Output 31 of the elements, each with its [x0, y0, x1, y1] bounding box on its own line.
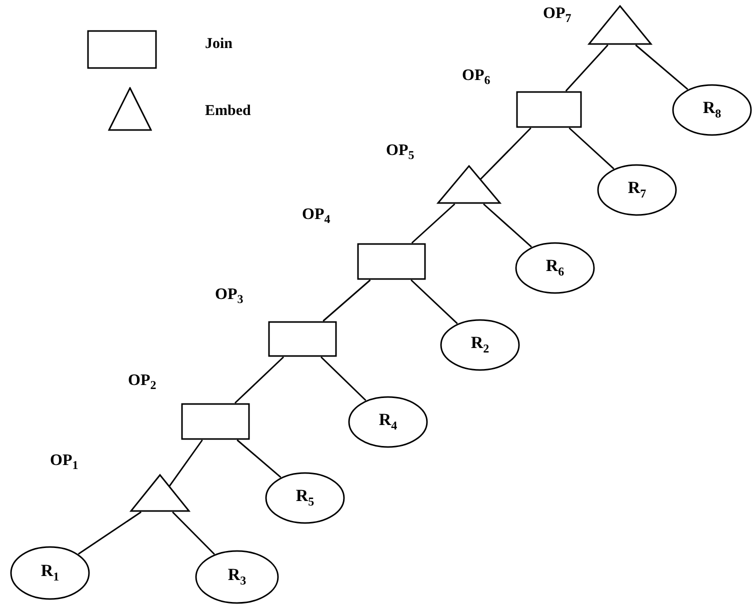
operator-label: OP$_{5}$: [386, 142, 414, 164]
connector-line: [168, 440, 203, 486]
connector-line: [635, 44, 688, 90]
connector-line: [483, 203, 532, 248]
relation-label: R$_{1}$: [40, 561, 60, 585]
relation-label: R$_{4}$: [378, 410, 398, 434]
operator-label: OP$_{4}$: [302, 206, 330, 228]
connector-line: [411, 203, 456, 244]
connector-line: [410, 279, 458, 324]
operator-label: OP$_{3}$: [215, 286, 244, 308]
connector-line: [234, 356, 284, 404]
operator-label: OP$_{2}$: [128, 372, 156, 394]
operator-label: OP$_{1}$: [50, 452, 78, 474]
operator-label: OP$_{7}$: [543, 5, 572, 26]
connector-line: [480, 127, 532, 180]
connector-line: [320, 356, 366, 401]
connector-line: [568, 127, 614, 170]
legend-label: Join: [205, 36, 233, 53]
relation-label: R$_{3}$: [228, 565, 246, 589]
connector-line: [172, 511, 215, 555]
operator-label: OP$_{6}$: [462, 67, 490, 88]
relation-label: R$_{5}$: [296, 486, 314, 510]
connector-line: [78, 511, 142, 555]
relation-label: R$_{7}$: [628, 178, 646, 202]
connector-line: [236, 439, 282, 478]
relation-label: R$_{2}$: [470, 333, 490, 357]
relation-label: R$_{8}$: [702, 98, 722, 122]
relation-label: R$_{6}$: [546, 256, 564, 280]
connector-line: [322, 279, 371, 322]
connector-line: [565, 44, 608, 92]
legend-label: Embed: [205, 103, 251, 120]
